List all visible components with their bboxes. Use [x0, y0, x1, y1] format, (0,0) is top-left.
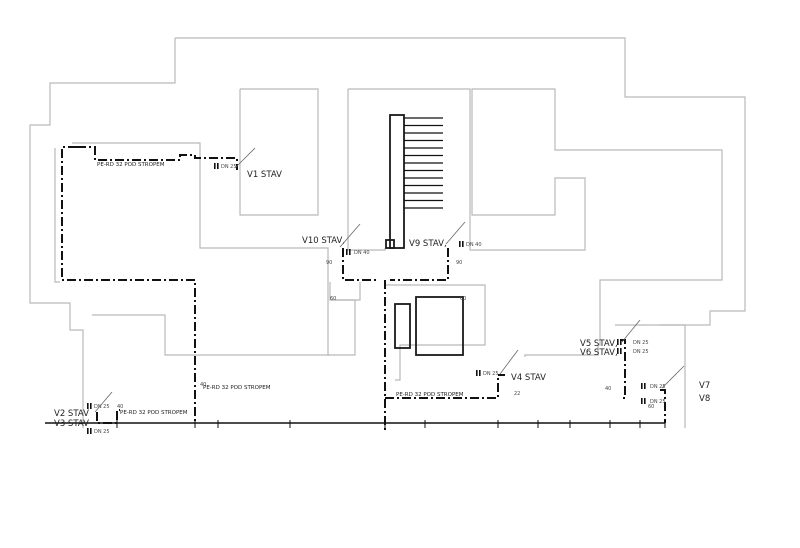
inner-wall-stair-room	[348, 88, 723, 357]
valve-v8-symbol	[641, 398, 643, 404]
valve-v2-symbol-b	[90, 403, 92, 409]
v5-label: V5 STAV,	[580, 339, 618, 349]
valve-v4-symbol-b	[479, 370, 481, 376]
v6-label: V6 STAV,	[580, 348, 618, 358]
valve-v10-symbol-b	[349, 249, 351, 255]
v4-leader	[499, 349, 519, 375]
dim-d4: 60	[460, 296, 466, 302]
valve-v3-dn: DN 25	[94, 429, 110, 435]
v3-label: V3 STAV	[54, 419, 89, 429]
v4-label: V4 STAV	[511, 373, 546, 383]
valve-v5-symbol	[617, 339, 619, 345]
dim-d5: 40	[117, 404, 123, 410]
v2-label: V2 STAV	[54, 409, 89, 419]
valve-v1: DN 25 V1 STAV	[214, 147, 282, 180]
pipe-label-center: PE-RD 32 POD STROPEM	[396, 392, 464, 398]
valve-v1-symbol-b	[217, 163, 219, 169]
valve-v6-dn: DN 25	[633, 349, 649, 355]
stair-treads	[404, 117, 443, 209]
inner-wall-left-room	[72, 142, 356, 356]
valve-v7-symbol-b	[644, 383, 646, 389]
valve-v1-dn: DN 25	[221, 164, 237, 170]
equipment-tank	[415, 296, 464, 356]
v7-label: V7	[699, 381, 710, 391]
dim-d6: 40	[200, 382, 206, 388]
valve-v9-dn: DN 40	[466, 242, 482, 248]
v2-leader	[94, 391, 113, 413]
inner-wall-lower-center	[385, 284, 486, 381]
header-ticks	[116, 420, 666, 428]
valve-v3-symbol	[87, 428, 89, 434]
v9-leader	[445, 221, 466, 245]
valve-v6-symbol	[617, 348, 619, 354]
pipe-network	[61, 146, 666, 430]
valve-v2-symbol	[87, 403, 89, 409]
dim-d8: 60	[648, 404, 654, 410]
stair-stringer	[389, 114, 405, 249]
v1-leader	[234, 147, 256, 169]
inner-wall-top-room	[239, 88, 319, 216]
pipe-right-riser	[660, 389, 666, 423]
stair-landing	[385, 239, 395, 249]
pipe-top-branch	[77, 146, 238, 170]
valve-v9-symbol-b	[462, 241, 464, 247]
valve-v8-symbol-b	[644, 398, 646, 404]
pipe-label-mid-left: PE-RD 32 POD STROPEM	[203, 385, 271, 391]
pipe-right-branch	[620, 339, 626, 399]
valve-v6-symbol-b	[620, 348, 622, 354]
pipe-center-right	[390, 248, 449, 281]
dim-d1: 90	[326, 260, 332, 266]
valve-v10: V10 STAV, DN 40 90	[302, 223, 370, 266]
valve-v4: DN 25 V4 STAV 22	[476, 349, 546, 397]
valve-v2-dn: DN 25	[94, 404, 110, 410]
valve-v2-v3: V2 STAV V3 STAV DN 25 DN 25 40	[54, 391, 123, 435]
valve-v8-dn: DN 25	[650, 399, 666, 405]
building-walls	[29, 37, 746, 428]
dim-d3: 60	[330, 296, 336, 302]
valve-v3-symbol-b	[90, 428, 92, 434]
valve-v7-symbol	[641, 383, 643, 389]
valve-v5-symbol-b	[620, 339, 622, 345]
main-header	[45, 420, 666, 428]
inner-wall-stair-core	[329, 282, 361, 301]
outer-wall	[175, 37, 746, 326]
valve-v4-symbol	[476, 370, 478, 376]
inner-wall-right	[615, 324, 686, 428]
inner-wall-center	[347, 89, 386, 251]
inner-wall-left-lower	[92, 314, 330, 356]
valve-v5-dn: DN 25	[633, 340, 649, 346]
pipe-center-left	[342, 248, 376, 283]
valve-v5-v6: V5 STAV, V6 STAV, DN 25 DN 25 40	[580, 319, 649, 392]
inner-wall-left-vertical	[54, 148, 60, 283]
valve-v9: V9 STAV, DN 40 90	[409, 221, 482, 266]
valve-v4-dn: DN 25	[483, 371, 499, 377]
staircase	[385, 114, 443, 249]
dim-d2: 90	[456, 260, 462, 266]
dim-d9: 40	[605, 386, 611, 392]
dim-d7: 22	[514, 391, 520, 397]
valve-v7-dn: DN 25	[650, 384, 666, 390]
v10-leader	[339, 223, 361, 248]
v8-label: V8	[699, 394, 710, 404]
valve-v10-symbol	[346, 249, 348, 255]
v7-leader	[661, 365, 685, 389]
pipe-lower-mid	[385, 374, 505, 399]
pipe-left-loop	[61, 146, 196, 423]
v10-label: V10 STAV,	[302, 236, 345, 246]
v1-label: V1 STAV	[247, 170, 282, 180]
valve-v9-symbol	[459, 241, 461, 247]
outer-wall-left	[29, 38, 176, 428]
pipe-label-top-left: PE-RD 32 POD STROPEM	[97, 162, 165, 168]
valve-v10-dn: DN 40	[354, 250, 370, 256]
equipment	[394, 296, 464, 356]
valve-v7-v8: DN 25 DN 25 V7 V8	[641, 365, 710, 405]
equipment-cabinet	[394, 303, 411, 349]
pipe-labels: PE-RD 32 POD STROPEM PE-RD 32 POD STROPE…	[97, 162, 654, 416]
pipe-label-bottom-left: PE-RD 32 POD STROPEM	[120, 410, 188, 416]
v9-label: V9 STAV,	[409, 239, 447, 249]
valve-v1-symbol	[214, 163, 216, 169]
v5-leader	[621, 319, 641, 343]
